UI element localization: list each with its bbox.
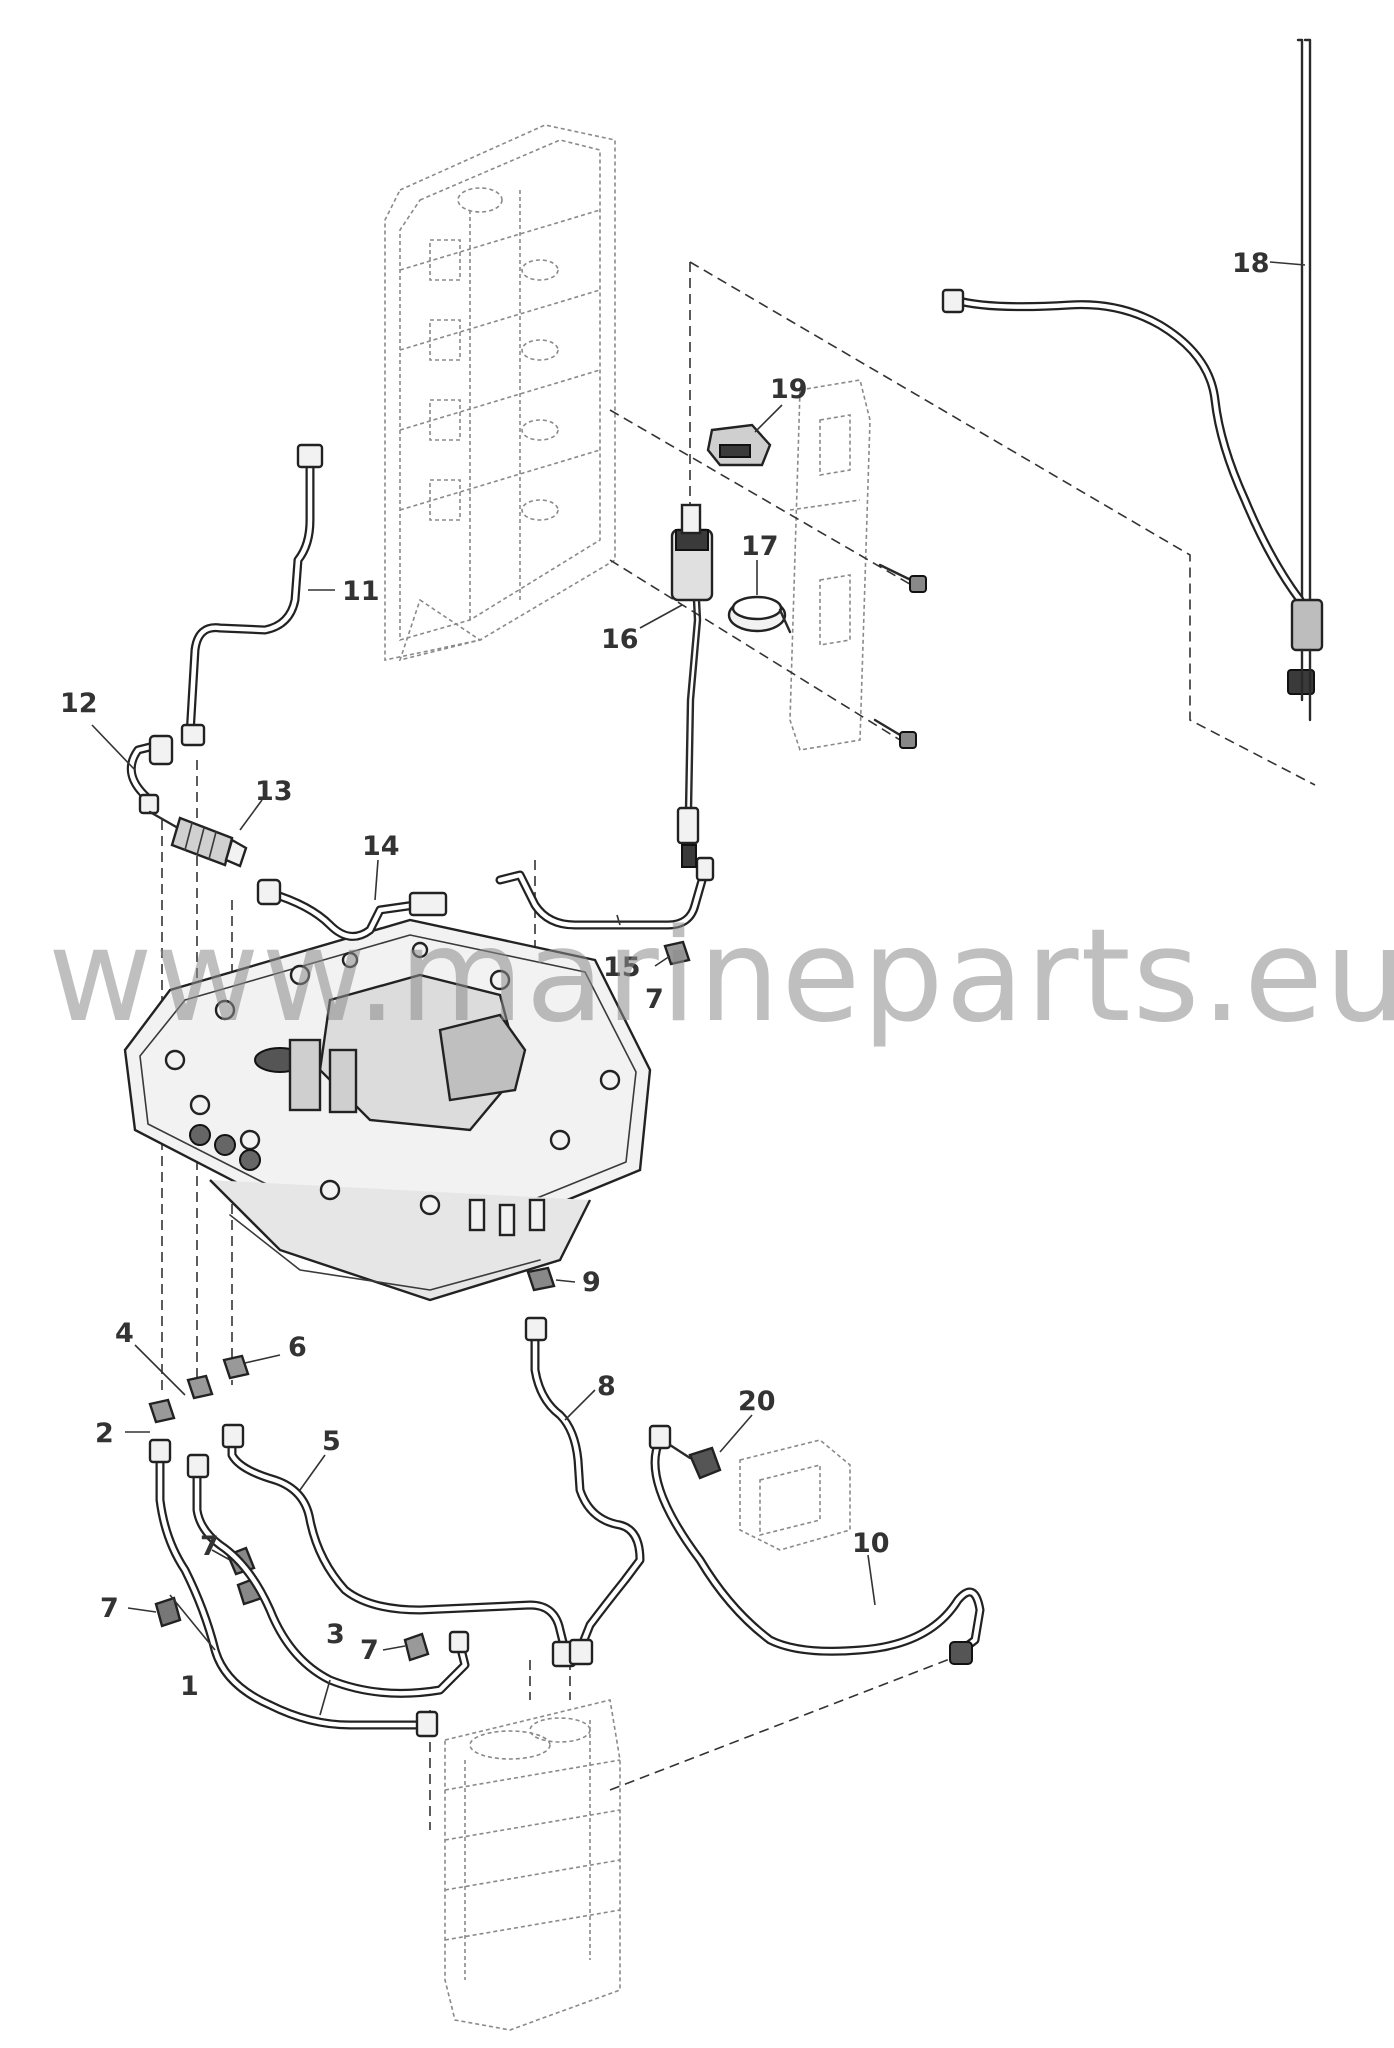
fuel-filter-13 [148, 810, 248, 868]
leaders [91, 261, 1306, 1716]
callouts: 1 2 3 4 5 6 7 7 7 7 8 9 10 11 12 13 14 1… [60, 248, 1270, 1702]
engine-block-ghost [384, 124, 616, 662]
bracket-bolts [873, 563, 927, 749]
callout-5: 5 [322, 1426, 341, 1457]
fitting-7-c [154, 1596, 182, 1628]
connector-19 [706, 423, 772, 467]
callout-17: 17 [741, 531, 779, 562]
callout-14: 14 [362, 831, 400, 862]
callout-7-d: 7 [360, 1635, 379, 1666]
fuel-line-15 [495, 856, 715, 930]
callout-18: 18 [1232, 248, 1270, 279]
mounting-bracket-ghost [789, 379, 871, 751]
fitting-7-d [403, 1632, 430, 1662]
callout-12: 12 [60, 688, 98, 719]
fuel-line-11 [180, 443, 324, 747]
clamp-17 [727, 595, 792, 634]
callout-7-a: 7 [645, 984, 664, 1015]
module-20 [668, 1439, 851, 1551]
fuel-line-5 [221, 1423, 577, 1668]
fitting-4 [186, 1374, 214, 1400]
callout-16: 16 [601, 624, 639, 655]
callout-20: 20 [738, 1386, 776, 1417]
callout-2: 2 [95, 1418, 114, 1449]
fitting-2 [148, 1398, 176, 1424]
callout-15: 15 [603, 952, 641, 983]
callout-7-c: 7 [100, 1593, 119, 1624]
callout-13: 13 [255, 776, 293, 807]
sensor-16 [670, 503, 714, 868]
elbow-fitting-12 [126, 734, 174, 815]
adapter-plate [123, 918, 652, 1302]
callout-3: 3 [326, 1619, 345, 1650]
fuel-line-14 [256, 878, 448, 941]
fuel-line-18 [941, 38, 1324, 722]
fitting-9 [526, 1266, 556, 1292]
callout-4: 4 [115, 1318, 134, 1349]
callout-10: 10 [852, 1528, 890, 1559]
callout-19: 19 [770, 374, 808, 405]
fuel-cooler [444, 1699, 621, 2031]
fuel-line-1 [148, 1438, 439, 1738]
fuel-line-10 [648, 1424, 985, 1665]
callout-8: 8 [597, 1371, 616, 1402]
fitting-6 [222, 1354, 250, 1380]
fuel-line-3 [186, 1453, 470, 1698]
callout-11: 11 [342, 576, 380, 607]
watermark: www.marineparts.eu [48, 902, 1394, 1051]
callout-7-b: 7 [200, 1531, 219, 1562]
callout-1: 1 [180, 1671, 199, 1702]
fuel-line-8 [524, 1316, 645, 1666]
callout-9: 9 [582, 1267, 601, 1298]
callout-6: 6 [288, 1332, 307, 1363]
fitting-7-a [663, 940, 691, 966]
